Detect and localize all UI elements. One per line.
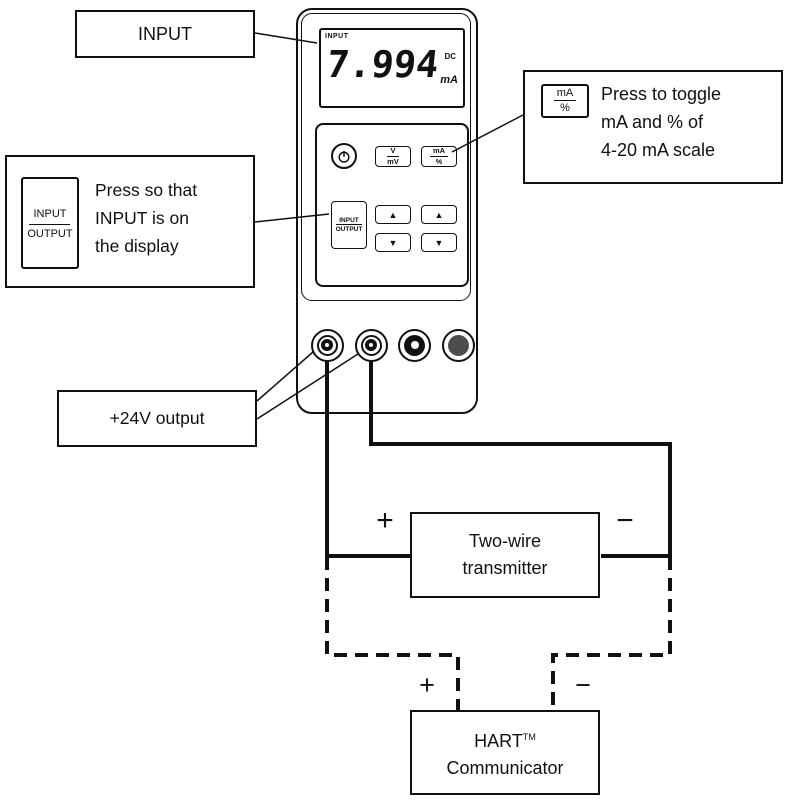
hart-communicator-box: HARTTM Communicator bbox=[410, 710, 600, 795]
ma-percent-label: mA % bbox=[429, 146, 449, 166]
trademark-symbol: TM bbox=[522, 731, 536, 742]
hart-plus-label: + bbox=[419, 670, 435, 700]
ma-callout-text: Press to toggle mA and % of 4-20 mA scal… bbox=[601, 84, 722, 160]
down-arrow-button-right[interactable]: ▼ bbox=[421, 233, 457, 252]
hart-minus-label: − bbox=[575, 670, 591, 700]
transmitter-label-line2: transmitter bbox=[462, 558, 548, 578]
lcd-unit: mA bbox=[440, 74, 458, 86]
down-arrow-icon: ▼ bbox=[388, 237, 398, 248]
down-arrow-icon: ▼ bbox=[434, 237, 444, 248]
input-callout-label: INPUT bbox=[138, 23, 192, 44]
input-output-button[interactable]: INPUT OUTPUT bbox=[331, 201, 367, 249]
terminal-jack-4 bbox=[441, 328, 475, 362]
up-arrow-button-left[interactable]: ▲ bbox=[375, 205, 411, 224]
transmitter-minus-label: − bbox=[616, 504, 634, 537]
transmitter-label-line1: Two-wire bbox=[468, 531, 541, 551]
hart-label-line2: Communicator bbox=[446, 757, 564, 778]
terminal-jack-1 bbox=[310, 328, 344, 362]
io-callout-box: INPUT OUTPUT Press so that INPUT is on t… bbox=[5, 155, 255, 288]
v-mv-button[interactable]: V mV bbox=[375, 146, 411, 167]
up-arrow-icon: ▲ bbox=[434, 209, 444, 220]
v24-callout-box: +24V output bbox=[57, 390, 257, 447]
input-output-label: INPUT OUTPUT bbox=[335, 216, 363, 233]
ma-percent-button-icon: mA % bbox=[541, 84, 589, 118]
io-callout-text: Press so that INPUT is on the display bbox=[95, 180, 198, 256]
terminal-jack-3 bbox=[398, 328, 431, 362]
down-arrow-button-left[interactable]: ▼ bbox=[375, 233, 411, 252]
v24-callout-label: +24V output bbox=[109, 408, 205, 428]
up-arrow-button-right[interactable]: ▲ bbox=[421, 205, 457, 224]
lcd-dc-indicator: DC bbox=[444, 52, 456, 61]
lcd-input-indicator: INPUT bbox=[325, 33, 349, 40]
up-arrow-icon: ▲ bbox=[388, 209, 398, 220]
ma-percent-button[interactable]: mA % bbox=[421, 146, 457, 167]
hart-label-line1: HARTTM bbox=[474, 730, 536, 751]
button-panel: V mV mA % INPUT OUTPUT bbox=[315, 123, 469, 287]
two-wire-transmitter-box: Two-wire transmitter bbox=[410, 512, 600, 598]
lcd-display: INPUT 7.994 DC mA bbox=[319, 28, 465, 108]
power-icon bbox=[338, 150, 350, 163]
ma-callout-box: mA % Press to toggle mA and % of 4-20 mA… bbox=[523, 70, 783, 184]
input-output-button-icon: INPUT OUTPUT bbox=[21, 177, 79, 269]
transmitter-plus-label: + bbox=[376, 504, 394, 537]
lcd-reading: 7.994 bbox=[324, 43, 441, 86]
v-mv-label: V mV bbox=[387, 145, 399, 166]
terminal-jack-2 bbox=[354, 328, 388, 362]
input-callout-box: INPUT bbox=[75, 10, 255, 58]
device-inner-outline: INPUT 7.994 DC mA V mV bbox=[301, 13, 471, 301]
power-button[interactable] bbox=[331, 143, 357, 169]
